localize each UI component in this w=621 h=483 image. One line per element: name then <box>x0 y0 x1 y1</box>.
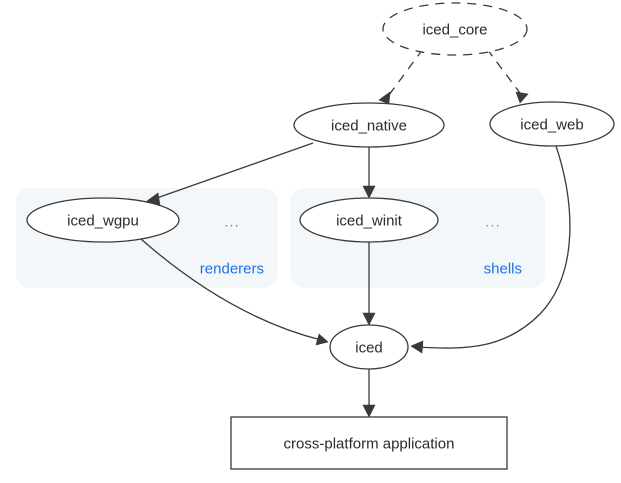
edge-iced_core-to-iced_web <box>486 48 529 104</box>
node-iced_winit[interactable]: iced_winit <box>299 197 439 243</box>
node-iced_web-label: iced_web <box>520 117 583 134</box>
cluster-renderers-label: renderers <box>200 261 264 278</box>
node-iced_native-shape[interactable] <box>293 102 445 148</box>
node-iced_winit-label: iced_winit <box>336 213 403 230</box>
edge-iced-to-app <box>362 369 376 418</box>
node-iced-label: iced <box>355 340 383 357</box>
node-iced_winit-shape[interactable] <box>299 197 439 243</box>
edge-line <box>153 142 314 200</box>
edge-arrowhead <box>410 340 424 354</box>
edge-iced_winit-to-iced <box>362 242 376 326</box>
edge-iced_wgpu-to-iced <box>140 238 329 346</box>
node-app-shape[interactable] <box>230 416 508 470</box>
edge-arrowhead <box>515 91 529 104</box>
node-iced_native[interactable]: iced_native <box>293 102 445 148</box>
node-cross-platform-application[interactable]: cross-platform application <box>230 416 508 470</box>
node-iced_core-label: iced_core <box>422 22 487 39</box>
edge-arrowhead <box>362 185 376 199</box>
node-iced-shape[interactable] <box>329 324 409 370</box>
node-iced_wgpu-shape[interactable] <box>26 197 180 243</box>
node-iced_core[interactable]: iced_core <box>382 2 528 56</box>
edge-arrowhead <box>362 312 376 326</box>
node-app-label: cross-platform application <box>284 436 455 453</box>
node-iced_wgpu-label: iced_wgpu <box>67 213 139 230</box>
node-iced_core-shape[interactable] <box>382 2 528 56</box>
edge-line <box>385 48 424 100</box>
edge-arrowhead <box>315 333 329 346</box>
edge-iced_native-to-iced_wgpu <box>146 142 314 206</box>
edge-iced_native-to-iced_winit <box>362 147 376 199</box>
edge-line <box>417 145 571 349</box>
edge-line <box>140 238 322 341</box>
edge-line <box>486 48 524 98</box>
node-iced_wgpu[interactable]: iced_wgpu <box>26 197 180 243</box>
cluster-shells-label: shells <box>484 261 522 278</box>
cluster-shells-ellipsis: ... <box>485 214 501 231</box>
edge-iced_web-to-iced <box>410 145 571 354</box>
edge-iced_core-to-iced_native <box>378 48 424 105</box>
node-iced_native-label: iced_native <box>331 118 407 135</box>
node-iced_web-shape[interactable] <box>489 101 615 147</box>
node-iced_web[interactable]: iced_web <box>489 101 615 147</box>
cluster-renderers-ellipsis: ... <box>224 214 240 231</box>
node-iced[interactable]: iced <box>329 324 409 370</box>
edge-arrowhead <box>362 404 376 418</box>
edge-arrowhead <box>378 91 391 105</box>
